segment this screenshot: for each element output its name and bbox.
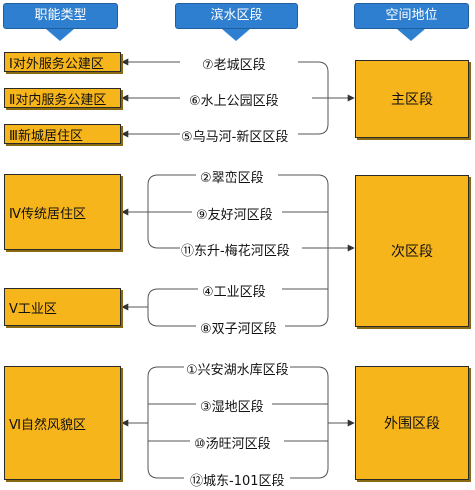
function-box-5: Ⅴ工业区: [4, 288, 121, 326]
river-section-1: ①兴安湖水库区段: [186, 363, 289, 378]
function-box-2: Ⅱ对内服务公建区: [4, 88, 121, 108]
header-spatial-status-arrow: [397, 29, 425, 41]
river-section-8: ⑧双子河区段: [200, 322, 277, 337]
river-section-4: ④工业区段: [202, 285, 266, 300]
function-box-4: Ⅳ传统居住区: [4, 174, 121, 250]
river-section-9: ⑨友好河区段: [196, 208, 273, 223]
status-box-primary: 主区段: [355, 60, 469, 138]
function-box-6: Ⅵ自然风貌区: [4, 366, 121, 480]
function-box-1: Ⅰ对外服务公建区: [4, 52, 121, 72]
river-section-3: ③湿地区段: [200, 400, 264, 415]
status-box-peripheral: 外围区段: [355, 366, 469, 480]
river-section-2: ②翠峦区段: [200, 171, 264, 186]
status-box-secondary: 次区段: [355, 175, 469, 327]
header-function-type: 职能类型: [3, 3, 118, 29]
river-section-7: ⑦老城区段: [202, 58, 266, 73]
header-spatial-status: 空间地位: [354, 3, 469, 29]
header-function-type-arrow: [46, 29, 74, 41]
river-section-12: ⑫城东-101区段: [190, 474, 285, 489]
header-river-section-arrow: [222, 29, 250, 41]
river-section-6: ⑥水上公园区段: [189, 94, 279, 109]
river-section-11: ⑪东升-梅花河区段: [181, 244, 290, 259]
river-section-10: ⑩汤旺河区段: [194, 437, 271, 452]
function-box-3: Ⅲ新城居住区: [4, 124, 121, 144]
header-river-section: 滨水区段: [175, 3, 298, 29]
river-section-5: ⑤乌马河-新区区段: [181, 130, 289, 145]
